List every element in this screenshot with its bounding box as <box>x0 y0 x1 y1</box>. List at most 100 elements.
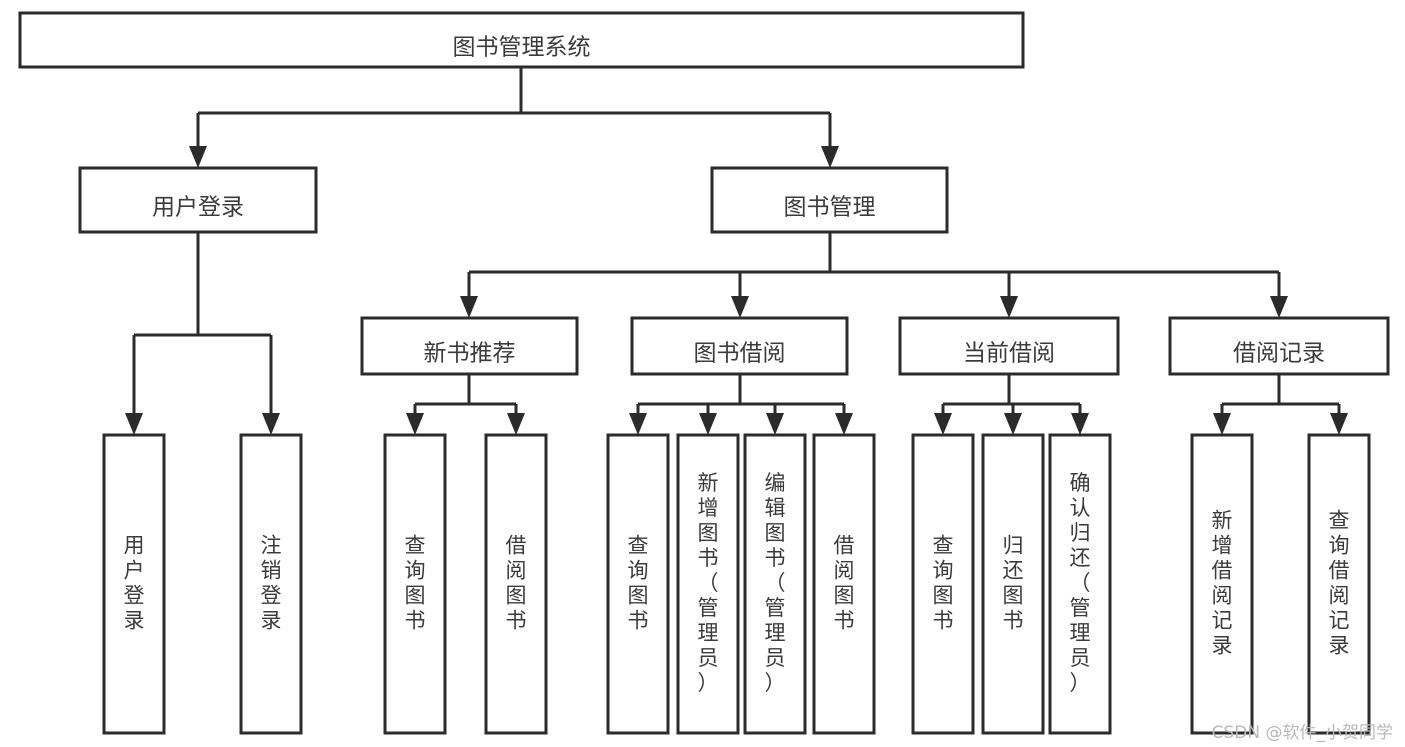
node-root[interactable]: 图书管理系统 <box>18 11 1025 69</box>
node-box-root[interactable] <box>18 11 1025 69</box>
node-leaf-query-book-borrow[interactable]: 查询图书 <box>606 433 670 735</box>
node-box-book-manage[interactable] <box>710 166 949 234</box>
node-leaf-query-book-current[interactable]: 查询图书 <box>911 433 975 735</box>
node-box-leaf-user-login[interactable] <box>102 433 166 735</box>
arrow-head-icon <box>766 413 784 435</box>
connector-record-to-leaf1 <box>1213 404 1231 435</box>
node-user-login[interactable]: 用户登录 <box>78 166 318 234</box>
node-box-leaf-return-book[interactable] <box>981 433 1045 735</box>
connector-current-to-leaf2 <box>1004 404 1022 435</box>
connector-book-manage-to-recommend <box>460 272 478 318</box>
connector-user-login-to-leaf2 <box>262 335 280 435</box>
connector-layer <box>125 67 1348 435</box>
arrow-head-icon <box>406 413 424 435</box>
arrow-head-icon <box>1270 296 1288 318</box>
node-box-book-borrow[interactable] <box>630 316 849 376</box>
node-book-borrow[interactable]: 图书借阅 <box>630 316 849 376</box>
connector-book-manage-to-current <box>1000 272 1018 318</box>
node-box-leaf-user-logout[interactable] <box>239 433 303 735</box>
node-box-new-book-recommend[interactable] <box>360 316 579 376</box>
connector-root-to-user-login <box>189 113 207 168</box>
node-box-leaf-query-borrow-record[interactable] <box>1307 433 1371 735</box>
node-label-leaf-query-book-recommend: 查询图书 <box>405 534 426 633</box>
node-box-leaf-add-borrow-record[interactable] <box>1190 433 1254 735</box>
connector-recommend-to-leaf2 <box>507 404 525 435</box>
node-leaf-edit-book-admin[interactable]: 编辑图书（管理员） <box>743 433 807 735</box>
node-label-book-manage: 图书管理 <box>784 195 876 221</box>
connector-borrow-to-leaf1 <box>629 404 647 435</box>
node-leaf-borrow-book-recommend[interactable]: 借阅图书 <box>484 433 548 735</box>
arrow-head-icon <box>934 413 952 435</box>
node-label-root: 图书管理系统 <box>453 35 591 61</box>
connector-current-to-leaf1 <box>934 404 952 435</box>
node-label-user-login: 用户登录 <box>152 195 244 221</box>
connector-borrow-to-leaf3 <box>766 404 784 435</box>
node-label-new-book-recommend: 新书推荐 <box>424 341 516 367</box>
arrow-head-icon <box>125 413 143 435</box>
connector-record-to-leaf2 <box>1330 404 1348 435</box>
connector-root-to-book-manage <box>821 113 839 168</box>
connector-user-login-to-leaf1 <box>125 335 143 435</box>
node-box-leaf-query-book-borrow[interactable] <box>606 433 670 735</box>
node-box-leaf-query-book-recommend[interactable] <box>383 433 447 735</box>
node-label-borrow-record: 借阅记录 <box>1233 341 1325 367</box>
node-leaf-query-borrow-record[interactable]: 查询借阅记录 <box>1307 433 1371 735</box>
arrow-head-icon <box>835 413 853 435</box>
node-leaf-return-book[interactable]: 归还图书 <box>981 433 1045 735</box>
node-label-leaf-return-book: 归还图书 <box>1003 534 1024 633</box>
connector-book-manage-to-borrow <box>731 272 749 318</box>
node-box-borrow-record[interactable] <box>1168 316 1390 376</box>
arrow-head-icon <box>699 413 717 435</box>
arrow-head-icon <box>1213 413 1231 435</box>
node-label-leaf-user-logout: 注销登录 <box>261 534 282 633</box>
node-box-leaf-edit-book-admin[interactable] <box>743 433 807 735</box>
node-leaf-add-book-admin[interactable]: 新增图书（管理员） <box>676 433 740 735</box>
node-new-book-recommend[interactable]: 新书推荐 <box>360 316 579 376</box>
connector-book-manage-to-record <box>1270 272 1288 318</box>
arrow-head-icon <box>821 146 839 168</box>
node-label-leaf-query-borrow-record: 查询借阅记录 <box>1329 509 1350 658</box>
node-leaf-confirm-return-admin[interactable]: 确认归还（管理员） <box>1048 433 1112 735</box>
node-box-user-login[interactable] <box>78 166 318 234</box>
connector-recommend-to-leaf1 <box>406 404 424 435</box>
node-label-leaf-query-book-borrow: 查询图书 <box>628 534 649 633</box>
arrow-head-icon <box>731 296 749 318</box>
arrow-head-icon <box>507 413 525 435</box>
node-box-leaf-query-book-current[interactable] <box>911 433 975 735</box>
node-leaf-user-login[interactable]: 用户登录 <box>102 433 166 735</box>
node-leaf-borrow-book[interactable]: 借阅图书 <box>812 433 876 735</box>
arrow-head-icon <box>629 413 647 435</box>
node-box-leaf-borrow-book[interactable] <box>812 433 876 735</box>
node-leaf-query-book-recommend[interactable]: 查询图书 <box>383 433 447 735</box>
arrow-head-icon <box>1071 413 1089 435</box>
node-label-leaf-query-book-current: 查询图书 <box>933 534 954 633</box>
connector-borrow-to-leaf2 <box>699 404 717 435</box>
node-box-leaf-add-book-admin[interactable] <box>676 433 740 735</box>
node-box-leaf-borrow-book-recommend[interactable] <box>484 433 548 735</box>
connector-current-to-leaf3 <box>1071 404 1089 435</box>
node-label-leaf-confirm-return-admin: 确认归还（管理员） <box>1070 471 1091 695</box>
node-label-leaf-borrow-book: 借阅图书 <box>834 534 855 633</box>
node-current-borrow[interactable]: 当前借阅 <box>898 316 1120 376</box>
node-label-leaf-borrow-book-recommend: 借阅图书 <box>506 534 527 633</box>
arrow-head-icon <box>1004 413 1022 435</box>
arrow-head-icon <box>262 413 280 435</box>
node-borrow-record[interactable]: 借阅记录 <box>1168 316 1390 376</box>
arrow-head-icon <box>189 146 207 168</box>
node-label-leaf-edit-book-admin: 编辑图书（管理员） <box>765 471 786 695</box>
node-layer: 图书管理系统用户登录图书管理新书推荐图书借阅当前借阅借阅记录用户登录注销登录查询… <box>18 11 1390 735</box>
node-leaf-add-borrow-record[interactable]: 新增借阅记录 <box>1190 433 1254 735</box>
connector-borrow-to-leaf4 <box>835 404 853 435</box>
node-box-current-borrow[interactable] <box>898 316 1120 376</box>
node-label-leaf-add-book-admin: 新增图书（管理员） <box>698 471 719 695</box>
node-box-leaf-confirm-return-admin[interactable] <box>1048 433 1112 735</box>
arrow-head-icon <box>460 296 478 318</box>
watermark-label: CSDN @软件_小贺同学 <box>1211 723 1393 743</box>
node-label-current-borrow: 当前借阅 <box>963 341 1055 367</box>
node-leaf-user-logout[interactable]: 注销登录 <box>239 433 303 735</box>
node-label-book-borrow: 图书借阅 <box>694 341 786 367</box>
arrow-head-icon <box>1000 296 1018 318</box>
node-book-manage[interactable]: 图书管理 <box>710 166 949 234</box>
